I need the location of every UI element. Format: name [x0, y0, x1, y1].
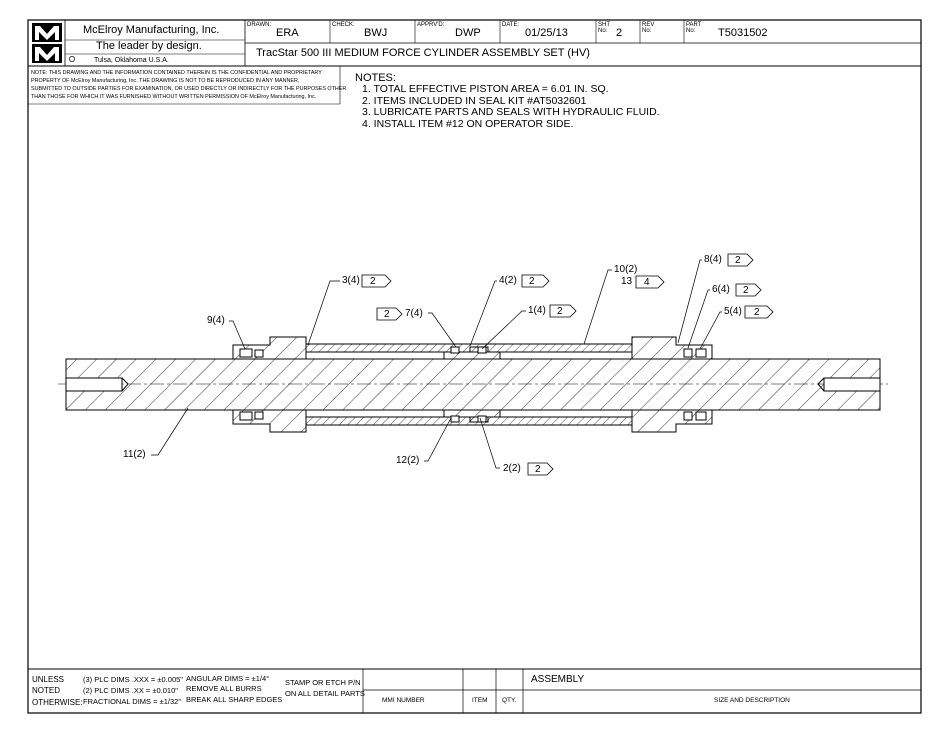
callout-6: 6(4)	[712, 284, 730, 295]
callout-1-flag: 2	[557, 306, 563, 317]
rev-label: REV No:	[642, 22, 655, 34]
note-item: 4. INSTALL ITEM #12 ON OPERATOR SIDE.	[362, 117, 574, 130]
callout-13: 13	[621, 276, 633, 287]
barrel-bottom	[305, 416, 633, 426]
apprvd-value: DWP	[455, 27, 481, 39]
callout-10: 10(2)	[614, 264, 638, 275]
callout-7: 7(4)	[405, 308, 423, 319]
callout-2: 2(2)	[503, 463, 521, 474]
callout-3-flag: 2	[370, 276, 376, 287]
callout-2-flag: 2	[535, 464, 541, 475]
callout-11: 11(2)	[123, 449, 146, 460]
notice-line: NOTE: THIS DRAWING AND THE INFORMATION C…	[31, 70, 322, 76]
mmi-logo-icon	[32, 23, 62, 63]
registered-mark-icon	[69, 56, 75, 62]
callout-5: 5(4)	[724, 306, 742, 317]
stamp-instruction-1: STAMP OR ETCH P/N	[285, 678, 361, 687]
column-mmi-number: MMI NUMBER	[382, 697, 425, 704]
company-name: McElroy Manufacturing, Inc.	[83, 24, 220, 36]
notice-line: SUBMITTED TO OUTSIDE PARTIES FOR EXAMINA…	[31, 86, 347, 92]
part-number: T5031502	[718, 27, 768, 39]
callout-4: 4(2)	[499, 275, 517, 286]
callout-7-flag: 2	[384, 309, 390, 320]
note-item: 2. ITEMS INCLUDED IN SEAL KIT #AT5032601	[362, 94, 587, 107]
sheet-label: SHT No:	[598, 22, 610, 34]
company-slogan: The leader by design.	[96, 40, 202, 52]
date-value: 01/25/13	[525, 27, 568, 39]
angular-dims: ANGULAR DIMS = ±1/4°	[186, 674, 270, 683]
callout-4-flag: 2	[529, 276, 535, 287]
sheet-value: 2	[616, 27, 623, 39]
otherwise-label: OTHERWISE:	[32, 698, 83, 707]
assembly-description: ASSEMBLY	[531, 674, 585, 685]
leader-lines	[151, 259, 722, 469]
notes-heading: NOTES:	[355, 72, 396, 84]
callout-5-flag: 2	[754, 307, 760, 318]
notes-list: 1. TOTAL EFFECTIVE PISTON AREA = 6.01 IN…	[362, 83, 660, 130]
drawing-title: TracStar 500 III MEDIUM FORCE CYLINDER A…	[256, 47, 590, 59]
callout-3: 3(4)	[342, 275, 360, 286]
tolerance-fractional: FRACTIONAL DIMS = ±1/32"	[83, 697, 181, 706]
callout-6-flag: 2	[743, 285, 749, 296]
check-value: BWJ	[364, 27, 388, 39]
rod-shape	[65, 358, 881, 411]
confidential-notice: NOTE: THIS DRAWING AND THE INFORMATION C…	[31, 69, 346, 101]
drawn-value: ERA	[276, 27, 299, 39]
noted-label: NOTED	[32, 686, 60, 695]
date-label: DATE:	[502, 22, 520, 28]
callout-8-flag: 2	[735, 255, 741, 266]
unless-label: UNLESS	[32, 675, 65, 684]
note-item: 1. TOTAL EFFECTIVE PISTON AREA = 6.01 IN…	[362, 83, 609, 95]
column-size-description: SIZE AND DESCRIPTION	[714, 697, 790, 704]
break-edges: BREAK ALL SHARP EDGES	[186, 695, 283, 704]
company-location: Tulsa, Oklahoma U.S.A.	[94, 57, 169, 64]
callout-8: 8(4)	[704, 254, 722, 265]
stamp-instruction-2: ON ALL DETAIL PARTS	[285, 689, 365, 698]
drawn-label: DRAWN:	[247, 22, 272, 28]
cylinder-assembly-section	[58, 336, 888, 433]
notice-line: PROPERTY OF McElroy Manufacturing, Inc. …	[31, 78, 300, 84]
part-label: PART No:	[686, 22, 702, 34]
callout-1: 1(4)	[528, 305, 546, 316]
remove-burrs: REMOVE ALL BURRS	[186, 684, 262, 693]
callout-12: 12(2)	[396, 455, 420, 466]
check-label: CHECK:	[332, 22, 355, 28]
tolerance-3plc: (3) PLC DIMS .XXX = ±0.005"	[83, 675, 183, 684]
sheet-border	[27, 19, 922, 714]
column-item: ITEM	[472, 697, 488, 704]
callout-13-flag: 4	[644, 277, 650, 288]
note-item: 3. LUBRICATE PARTS AND SEALS WITH HYDRAU…	[362, 106, 660, 118]
apprvd-label: APPRV'D:	[417, 22, 445, 28]
callout-flags	[361, 253, 774, 476]
column-qty: QTY.	[502, 697, 517, 704]
barrel-top	[305, 343, 633, 353]
tolerance-2plc: (2) PLC DIMS .XX = ±0.010"	[83, 686, 178, 695]
notice-line: THAN THOSE FOR WHICH IT WAS FURNISHED WI…	[31, 94, 317, 100]
callout-9: 9(4)	[207, 315, 225, 326]
